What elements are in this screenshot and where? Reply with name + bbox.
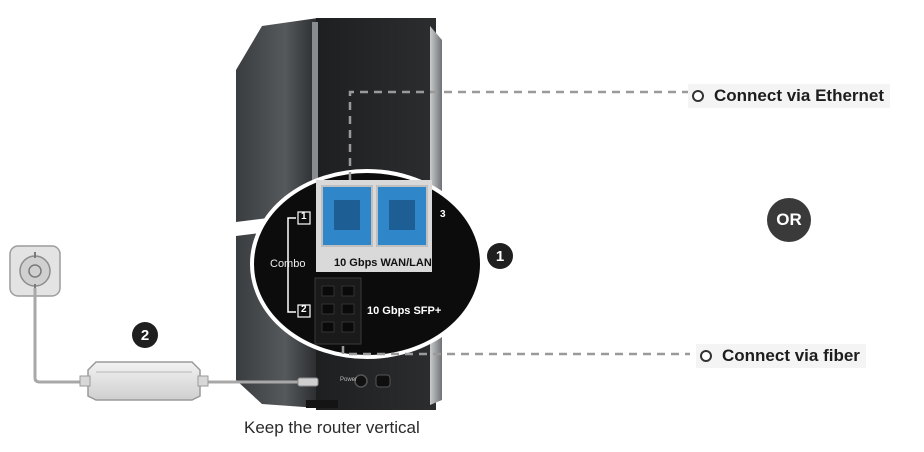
combo-port-1-box [297,211,311,225]
port-zoom [250,169,484,359]
power-label: Power [340,377,358,383]
router-cable-plug [297,377,319,387]
ethernet-callout-dot [692,90,704,102]
step-2-badge: 2 [132,322,158,348]
fiber-callout-line [341,346,690,356]
combo-label: Combo [270,258,306,270]
combo-port-2-label: 2 [301,304,307,315]
ethernet-callout: Connect via Ethernet [688,84,891,108]
router-edge-left [312,22,318,192]
ethernet-port-2-socket [389,200,415,230]
fiber-callout-dot [700,350,712,362]
ethernet-callout-text: Connect via Ethernet [714,86,885,105]
outlet-cable [33,288,80,384]
or-badge: OR [767,198,811,242]
router-side-upper [236,18,318,222]
router-orientation-caption: Keep the router vertical [244,418,420,437]
callout-lines [341,90,690,356]
power-button [375,374,391,388]
sfp-port [314,277,362,345]
step-1-badge: 1 [487,243,513,269]
fiber-callout: Connect via fiber [696,344,866,368]
sfp-label: 10 Gbps SFP+ [367,305,442,317]
power-cables [33,288,300,384]
combo-port-1-label: 1 [301,211,307,222]
fiber-callout-text: Connect via fiber [722,346,860,365]
wan-lan-label: 10 Gbps WAN/LAN [334,257,432,269]
power-adapter [79,361,209,401]
router-foot [306,400,338,408]
port-3-label: 3 [440,209,446,220]
ethernet-port-1-socket [334,200,360,230]
power-port [354,374,368,388]
router-edge-upper [430,26,442,198]
ethernet-callout-line [348,90,690,180]
combo-bracket [287,217,296,313]
combo-port-2-box [297,304,311,318]
